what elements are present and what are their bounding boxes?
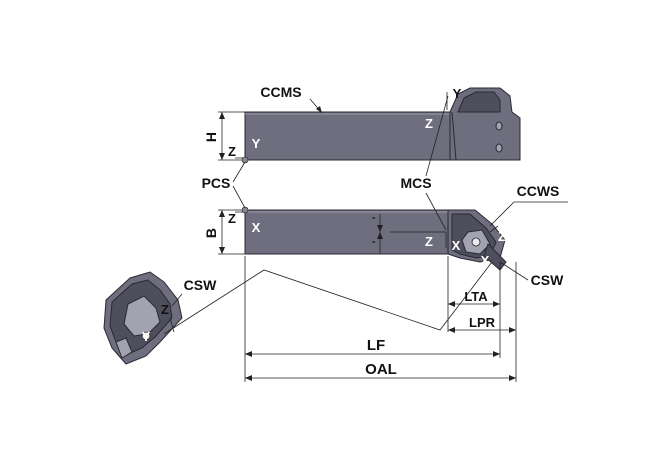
oal-label: OAL xyxy=(365,361,397,378)
plan-pcs-point xyxy=(241,206,249,214)
plan-tick-arrow-down xyxy=(377,232,383,239)
lpr-arrow-left xyxy=(448,327,455,333)
detail-connector-leader xyxy=(163,261,493,335)
lf-label: LF xyxy=(367,337,385,354)
ccms-label: CCMS xyxy=(260,84,301,100)
plan-ccws-z-label: Z xyxy=(498,229,506,244)
side-head-y-label: Y xyxy=(453,86,462,101)
csw-right-label: CSW xyxy=(531,272,564,288)
csw-left-leader xyxy=(171,293,183,307)
b-label: B xyxy=(203,228,219,238)
csw-right-leader xyxy=(499,261,529,281)
screw-hole-upper xyxy=(495,121,503,131)
mcs-label: MCS xyxy=(400,175,431,191)
pcs-leader-up xyxy=(232,161,246,183)
detail-view: Z Y xyxy=(103,271,183,365)
lta-arrow-right xyxy=(493,301,500,307)
plan-ccws-x-label: X xyxy=(481,253,490,268)
shank-side xyxy=(244,111,451,161)
plan-mcs-x-label: X xyxy=(452,238,461,253)
lf-arrow-left xyxy=(245,351,252,357)
b-arrow-bottom xyxy=(219,247,225,254)
h-arrow-bottom xyxy=(219,153,225,160)
mcs-leader-down xyxy=(425,192,447,231)
tick-mark-a: " xyxy=(372,217,375,224)
lpr-label: LPR xyxy=(469,315,496,330)
side-pcs-point xyxy=(241,156,249,164)
plan-pcs-x-label: X xyxy=(252,220,261,235)
oal-arrow-left xyxy=(245,375,252,381)
ccws-leader-diag xyxy=(489,201,515,227)
head-side-edge xyxy=(451,111,457,161)
lpr-arrow-right xyxy=(509,327,516,333)
detail-axis xyxy=(169,317,175,333)
ccws-label: CCWS xyxy=(517,183,560,199)
plan-view: " " B Z X Z X Z X xyxy=(203,206,507,271)
lta-arrow-left xyxy=(448,301,455,307)
detail-y-label: Y xyxy=(142,329,151,344)
detail-screw xyxy=(141,331,151,341)
mcs-leader-up xyxy=(425,95,449,177)
lf-arrow-right xyxy=(493,351,500,357)
plan-tick-arrow-up xyxy=(377,225,383,232)
pcs-leader-down xyxy=(232,185,246,209)
head-side-insert-pocket xyxy=(457,91,501,113)
detail-z-label: Z xyxy=(161,302,169,317)
side-head-z-label: Z xyxy=(425,116,433,131)
ccms-leader-arrow xyxy=(316,106,322,113)
side-view: H Z Y Y Z CCMS xyxy=(203,84,521,164)
ccws-z-axis xyxy=(489,225,499,233)
detail-insert xyxy=(123,295,161,337)
pcs-label: PCS xyxy=(202,175,231,191)
dimensions: LTA LPR LF OAL xyxy=(244,256,517,382)
plan-mcs-z-label: Z xyxy=(425,234,433,249)
side-pcs-z-label: Z xyxy=(228,144,236,159)
side-pcs-y-label: Y xyxy=(252,136,261,151)
oal-arrow-right xyxy=(509,375,516,381)
screw-hole-lower xyxy=(495,143,503,153)
insert-screw xyxy=(471,237,481,247)
lta-label: LTA xyxy=(464,289,488,304)
h-label: H xyxy=(203,132,219,142)
tick-mark-b: " xyxy=(372,241,375,248)
csw-left-label: CSW xyxy=(184,277,217,293)
plan-pcs-z-label: Z xyxy=(228,211,236,226)
h-arrow-top xyxy=(219,112,225,119)
detail-clamp xyxy=(115,337,133,359)
b-arrow-top xyxy=(219,210,225,217)
